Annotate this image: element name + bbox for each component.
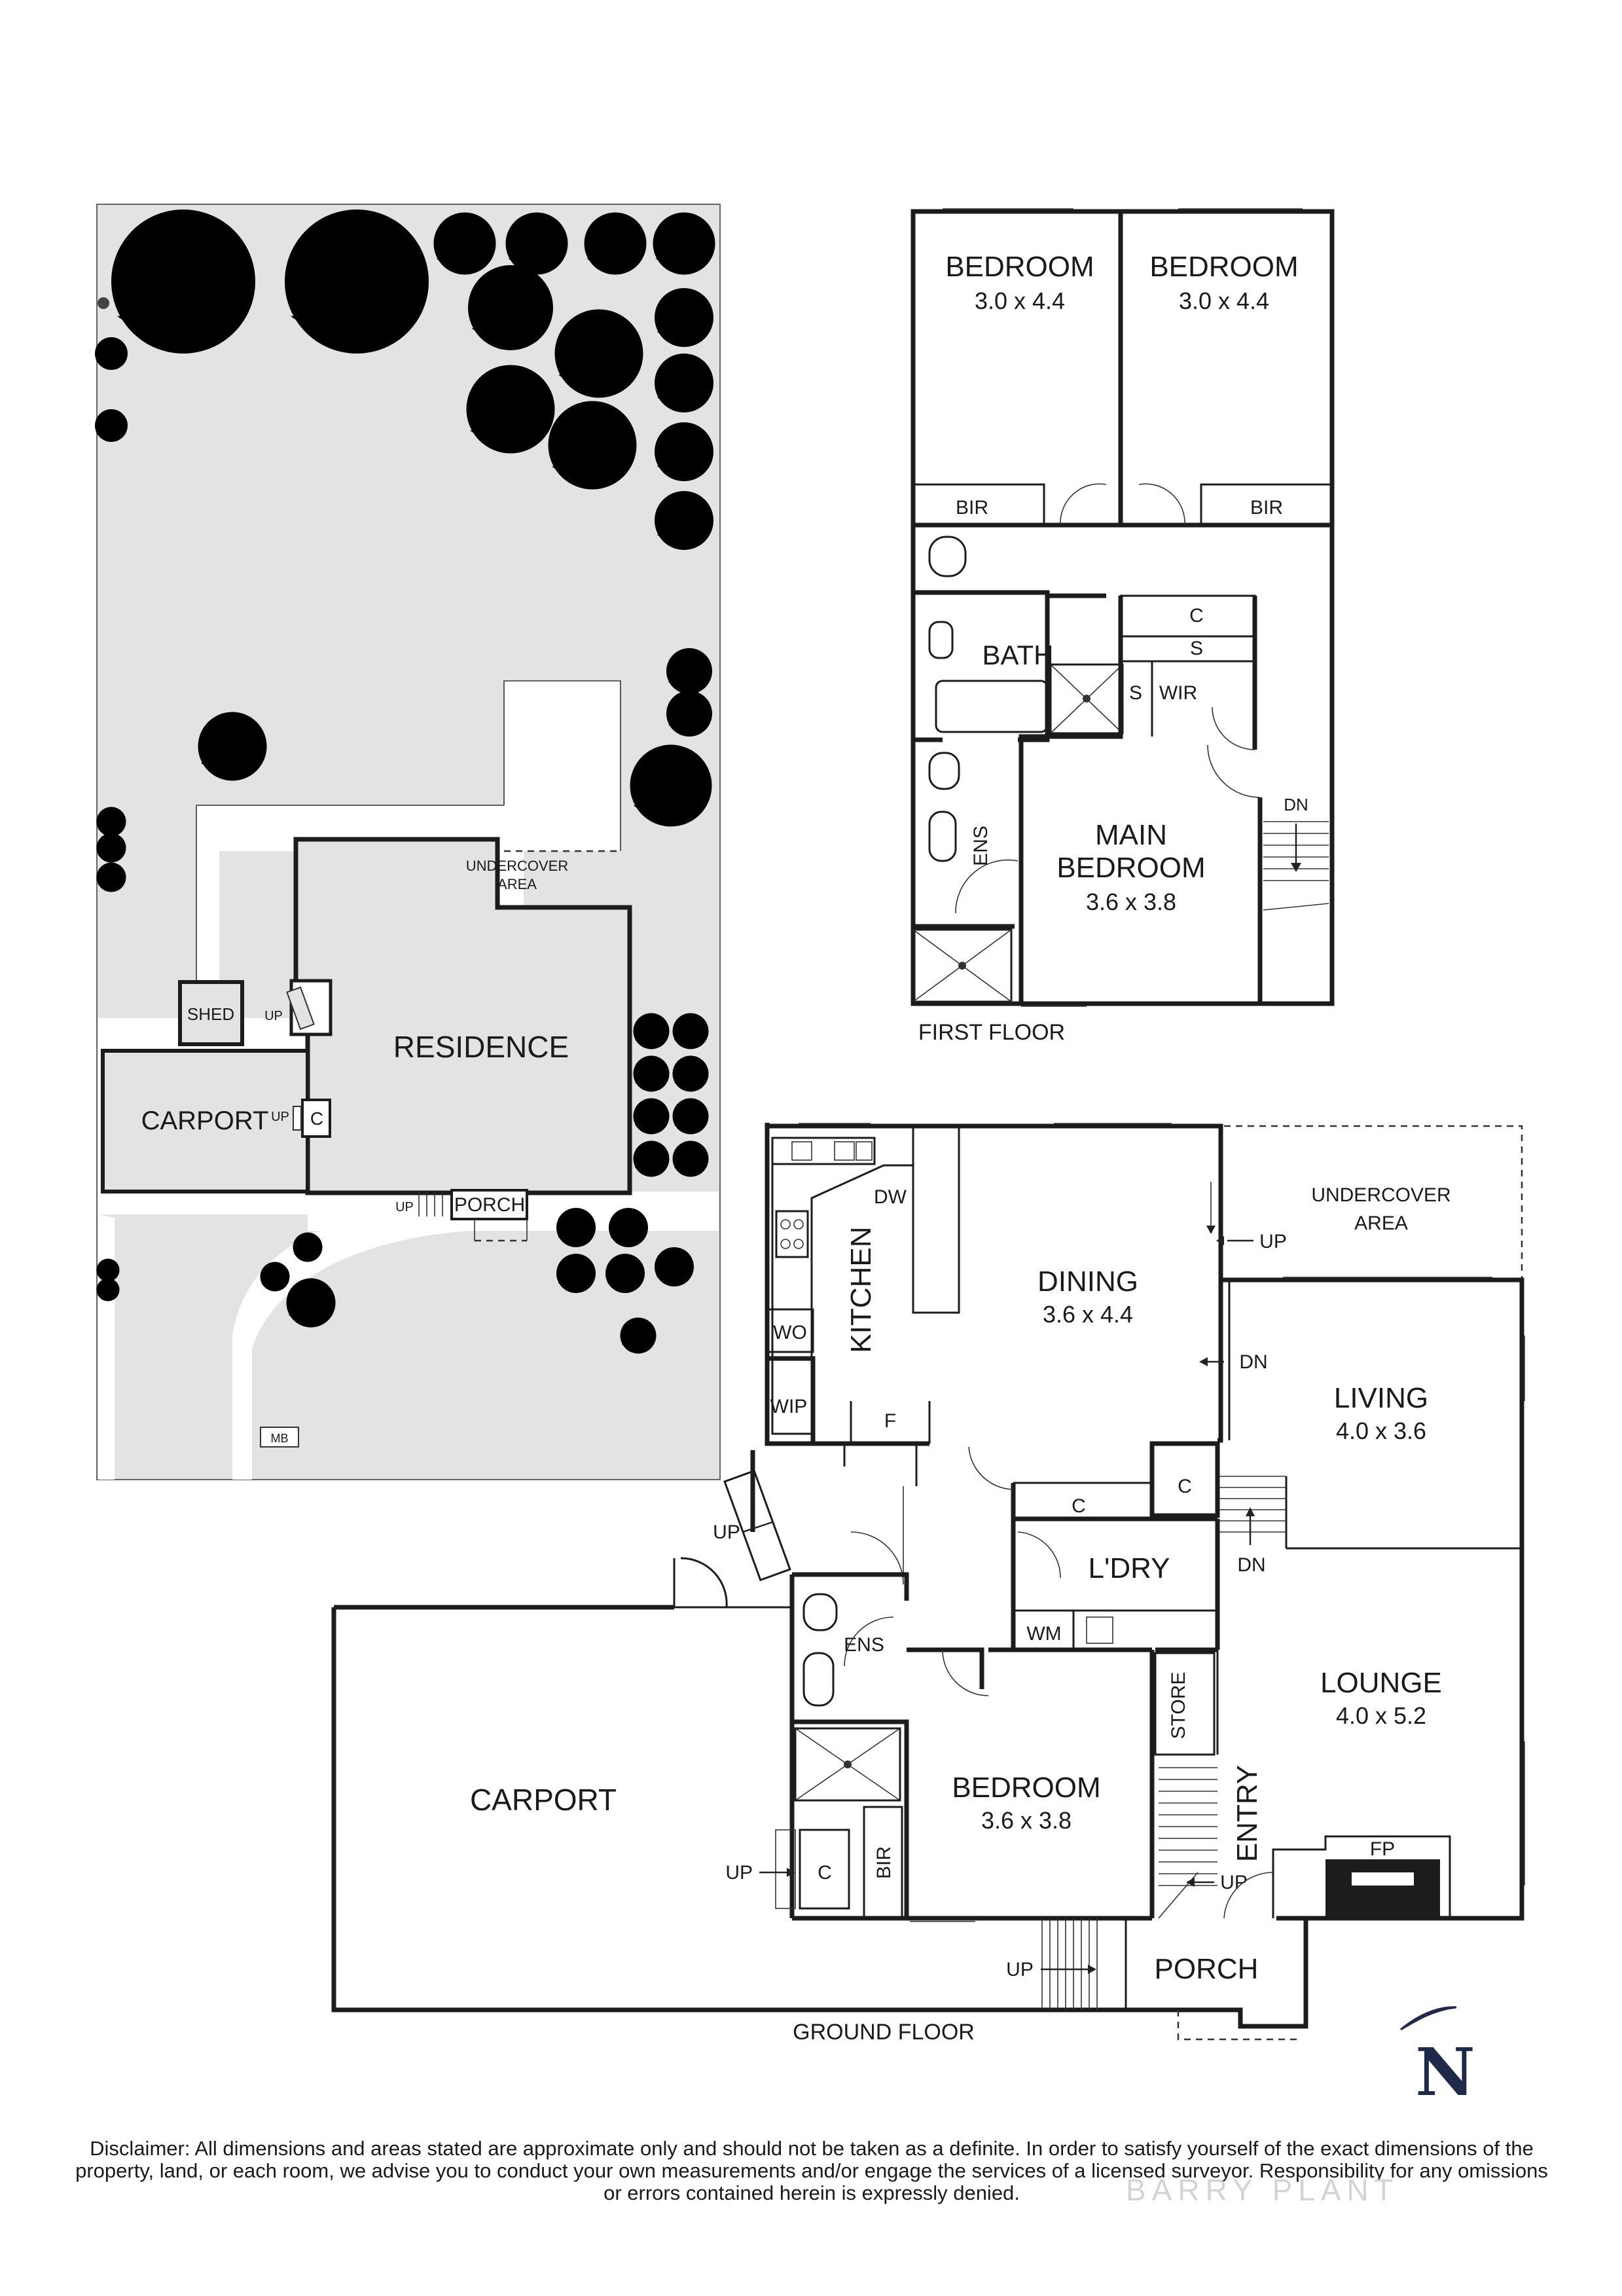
ff-cupboard-c: C xyxy=(1189,605,1204,627)
gf-fireplace-label: FP xyxy=(1370,1838,1395,1860)
ff-main-bedroom-line1: MAIN xyxy=(1095,819,1167,851)
site-plan: RESIDENCE UNDERCOVER AREA SHED UP CARPOR… xyxy=(95,204,721,1480)
site-shed-label: SHED xyxy=(187,1004,234,1024)
ff-ens-label: ENS xyxy=(970,826,992,866)
gf-wo-label: WO xyxy=(773,1322,807,1343)
gf-entry-label: ENTRY xyxy=(1231,1765,1263,1862)
site-mailbox-label: MB xyxy=(271,1432,289,1445)
gf-store-label: STORE xyxy=(1168,1672,1189,1740)
disclaimer-text: Disclaimer: All dimensions and areas sta… xyxy=(75,2137,1548,2204)
gf-lounge-name: LOUNGE xyxy=(1320,1667,1442,1699)
gf-cupboard-c: C xyxy=(818,1862,832,1884)
site-up-label-side: UP xyxy=(264,1009,283,1023)
first-floor-plan: BEDROOM 3.0 x 4.4 BEDROOM 3.0 x 4.4 BIR … xyxy=(910,208,1335,1045)
gf-undercover-line1: UNDERCOVER xyxy=(1311,1184,1451,1206)
gf-porch-label: PORCH xyxy=(1155,1953,1259,1985)
ff-shelf-s-side: S xyxy=(1129,682,1142,704)
site-up-label-carport: UP xyxy=(271,1110,289,1124)
ff-main-bedroom-line2: BEDROOM xyxy=(1056,852,1205,884)
gf-lounge-dims: 4.0 x 5.2 xyxy=(1336,1702,1426,1729)
site-porch-label: PORCH xyxy=(454,1194,525,1216)
gf-fridge-label: F xyxy=(884,1410,896,1432)
ff-bedroom2-name: BEDROOM xyxy=(1149,251,1298,283)
site-undercover-label-1: UNDERCOVER xyxy=(466,858,568,874)
gf-up-carport-door: UP xyxy=(713,1522,740,1543)
site-cupboard-label: C xyxy=(310,1108,323,1129)
ff-bir-left: BIR xyxy=(956,497,988,519)
gf-up-c: UP xyxy=(725,1862,753,1884)
gf-living-dims: 4.0 x 3.6 xyxy=(1336,1417,1426,1444)
gf-cupboard-laundry: C xyxy=(1072,1495,1086,1517)
compass-arrow-icon xyxy=(1400,2006,1457,2031)
gf-bir-label: BIR xyxy=(873,1846,895,1879)
ff-bir-right: BIR xyxy=(1250,497,1283,519)
ff-dn-label: DN xyxy=(1284,795,1308,814)
compass-letter: N xyxy=(1415,2033,1475,2111)
ff-wir-label: WIR xyxy=(1159,682,1197,704)
north-compass: N xyxy=(1400,2006,1475,2111)
ff-title: FIRST FLOOR xyxy=(918,1020,1065,1045)
gf-wm-label: WM xyxy=(1026,1623,1061,1645)
gf-title: GROUND FLOOR xyxy=(793,2020,975,2045)
gf-up-deck: UP xyxy=(1259,1231,1287,1252)
site-undercover-label-2: AREA xyxy=(497,876,537,892)
gf-bedroom-name: BEDROOM xyxy=(952,1772,1100,1804)
gf-dining-dims: 3.6 x 4.4 xyxy=(1043,1301,1133,1328)
site-up-label-porch: UP xyxy=(395,1200,414,1214)
gf-dn-living: DN xyxy=(1239,1351,1267,1373)
gf-cupboard-stair: C xyxy=(1178,1476,1192,1497)
ff-shelf-s-top: S xyxy=(1190,638,1203,659)
gf-dn-stair: DN xyxy=(1237,1554,1265,1576)
site-residence-label: RESIDENCE xyxy=(393,1030,569,1064)
gf-up-porch: UP xyxy=(1006,1959,1034,1980)
gf-bedroom-dims: 3.6 x 3.8 xyxy=(981,1807,1072,1834)
ground-floor-plan: UNDERCOVER AREA DW KITCHEN WO WIP F DINI… xyxy=(331,1123,1525,2045)
ff-bath-label: BATH xyxy=(982,640,1054,670)
ff-main-bedroom-dims: 3.6 x 3.8 xyxy=(1086,888,1176,915)
gf-kitchen-label: KITCHEN xyxy=(845,1226,877,1353)
gf-living-name: LIVING xyxy=(1334,1382,1428,1414)
site-carport-label: CARPORT xyxy=(141,1106,269,1135)
ff-bedroom1-name: BEDROOM xyxy=(945,251,1094,283)
gf-dining-name: DINING xyxy=(1037,1266,1138,1298)
gf-dw-label: DW xyxy=(874,1186,907,1208)
gf-wip-label: WIP xyxy=(770,1396,808,1417)
gf-carport-label: CARPORT xyxy=(470,1783,617,1817)
gf-laundry-label: L'DRY xyxy=(1089,1552,1170,1584)
gf-ens-label: ENS xyxy=(844,1634,884,1656)
ff-bedroom1-dims: 3.0 x 4.4 xyxy=(975,287,1065,314)
brand-watermark: BARRY PLANT xyxy=(1126,2173,1399,2207)
gf-undercover-line2: AREA xyxy=(1354,1212,1408,1234)
ff-bedroom2-dims: 3.0 x 4.4 xyxy=(1179,287,1269,314)
